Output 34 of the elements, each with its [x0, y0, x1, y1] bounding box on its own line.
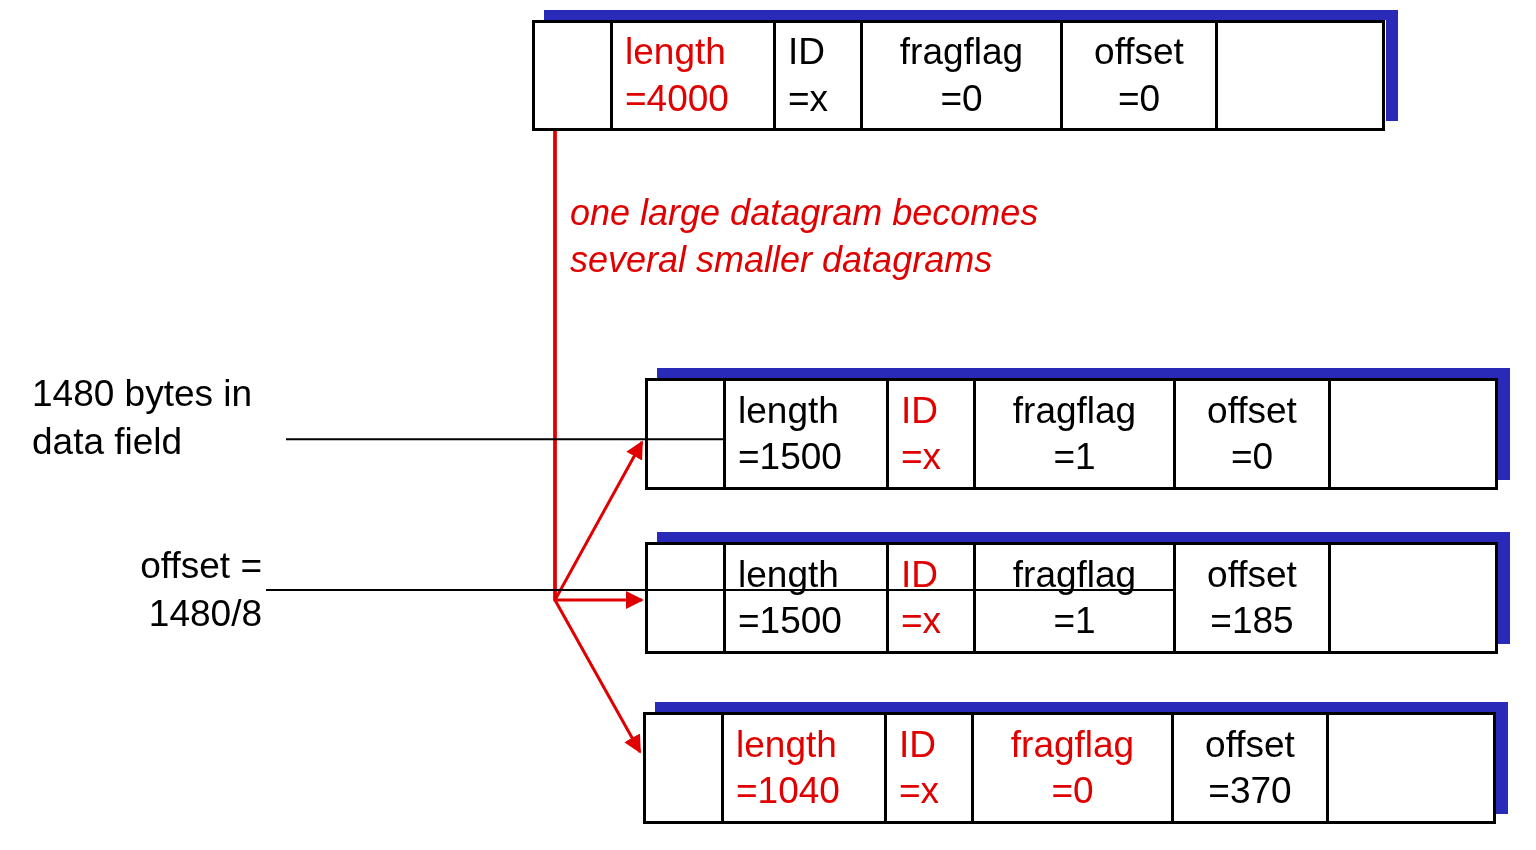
header-field: offset =0: [1060, 20, 1218, 131]
header-field: length =1040: [721, 712, 887, 824]
header-field: fragflag =0: [971, 712, 1174, 824]
datagram-box: [645, 532, 1510, 654]
annotation-text: 1480 bytes in data field: [32, 370, 282, 467]
datagram-box: [645, 368, 1510, 490]
arrow: [553, 131, 642, 754]
leader-line: [285, 438, 726, 441]
header-field: ID =x: [886, 378, 976, 490]
header-field: length =4000: [610, 20, 776, 131]
header-field: [643, 712, 724, 824]
header-field: [1326, 712, 1496, 824]
header-field: [645, 378, 726, 490]
header-field: ID =x: [884, 712, 974, 824]
header-field: fragflag =1: [973, 542, 1176, 654]
header-field: [645, 542, 726, 654]
header-field: length =1500: [723, 378, 889, 490]
header-field: [1215, 20, 1385, 131]
annotation-text: one large datagram becomes several smaller datagrams: [570, 191, 1040, 282]
header-field: fragflag =0: [860, 20, 1063, 131]
header-field: [1328, 378, 1498, 490]
header-field: [1328, 542, 1498, 654]
annotation-text: offset = 1480/8: [112, 542, 262, 639]
header-field: offset =0: [1173, 378, 1331, 490]
header-field: offset =185: [1173, 542, 1331, 654]
datagram-box: [532, 10, 1398, 131]
header-field: ID =x: [773, 20, 863, 131]
header-field: ID =x: [886, 542, 976, 654]
datagram-box: [643, 702, 1508, 824]
header-field: fragflag =1: [973, 378, 1176, 490]
header-field: [532, 20, 613, 131]
header-field: length =1500: [723, 542, 889, 654]
header-field: offset =370: [1171, 712, 1329, 824]
leader-line: [265, 589, 1176, 592]
